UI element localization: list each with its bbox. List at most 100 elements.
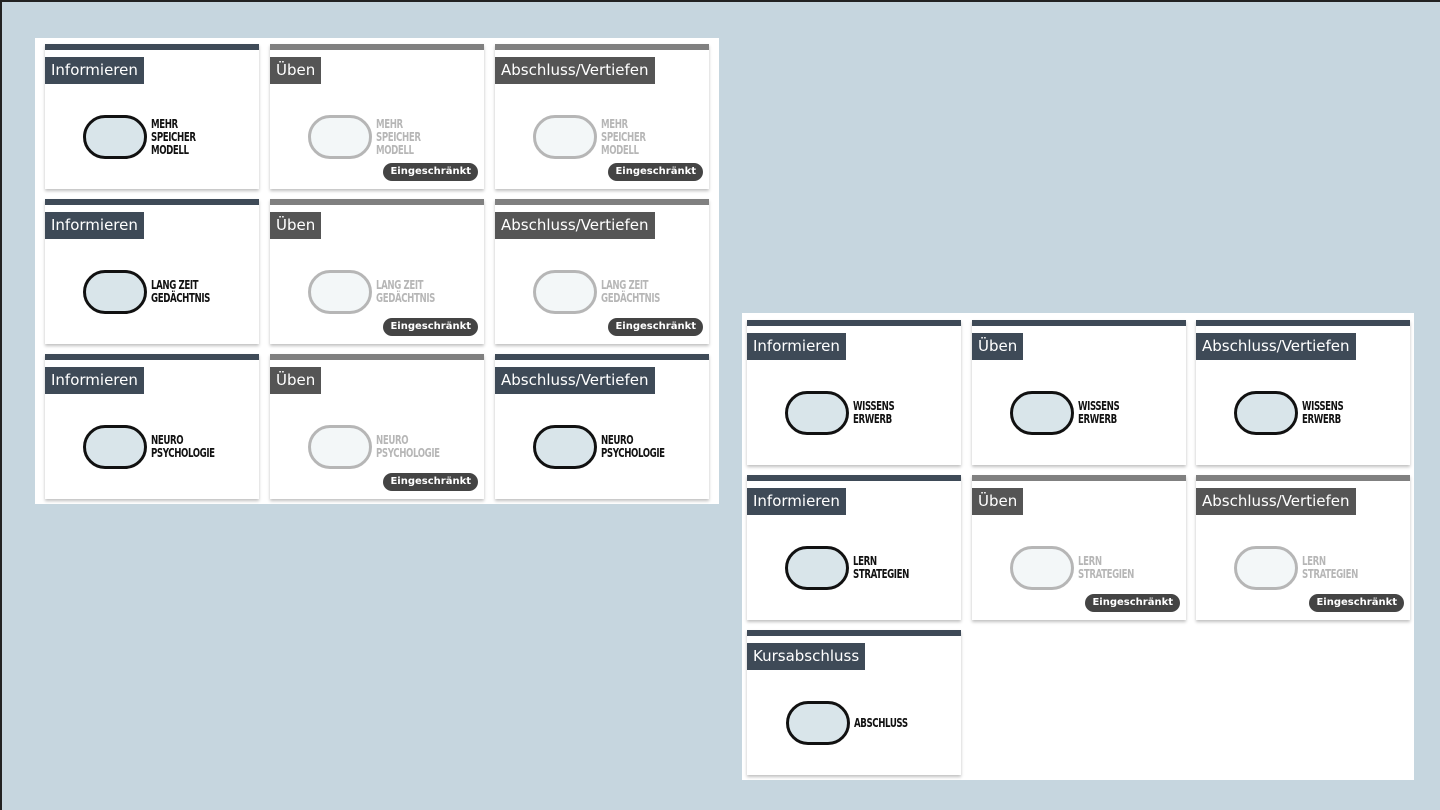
illustration-icon: [533, 425, 597, 469]
topic-illustration: NEURO PSYCHOLOGIE: [495, 412, 709, 482]
activity-card[interactable]: Üben LERN STRATEGIEN Eingeschränkt: [972, 475, 1186, 620]
topic-illustration: MEHR SPEICHER MODELL: [270, 102, 484, 172]
activity-type-label: Abschluss/Vertiefen: [1196, 488, 1356, 515]
activity-card[interactable]: Informieren NEURO PSYCHOLOGIE: [45, 354, 259, 499]
activity-type-label: Abschluss/Vertiefen: [495, 367, 655, 394]
card-top-bar: [45, 199, 259, 205]
activity-card[interactable]: Informieren LERN STRATEGIEN: [747, 475, 961, 620]
card-top-bar: [1196, 320, 1410, 326]
card-top-bar: [270, 44, 484, 50]
activity-type-label: Üben: [270, 367, 322, 394]
topic-logo-text: MEHR SPEICHER MODELL: [376, 116, 421, 157]
activity-type-label: Üben: [972, 333, 1024, 360]
illustration-icon: [786, 701, 851, 745]
left-activity-panel: Informieren MEHR SPEICHER MODELL Üben ME…: [35, 38, 719, 504]
topic-illustration: NEURO PSYCHOLOGIE: [270, 412, 484, 482]
illustration-icon: [83, 270, 147, 314]
card-top-bar: [1196, 475, 1410, 481]
topic-logo-text: NEURO PSYCHOLOGIE: [601, 433, 665, 460]
activity-type-label: Üben: [270, 212, 322, 239]
topic-logo-text: LERN STRATEGIEN: [853, 554, 909, 581]
card-top-bar: [495, 354, 709, 360]
restricted-badge: Eingeschränkt: [383, 318, 478, 336]
activity-type-label: Abschluss/Vertiefen: [495, 57, 655, 84]
topic-illustration: WISSENS ERWERB: [1196, 378, 1410, 448]
illustration-icon: [533, 270, 597, 314]
activity-card[interactable]: Kursabschluss ABSCHLUSS: [747, 630, 961, 775]
activity-type-label: Informieren: [747, 488, 846, 515]
topic-logo-text: LERN STRATEGIEN: [1078, 554, 1134, 581]
activity-card[interactable]: Üben LANG ZEIT GEDÄCHTNIS Eingeschränkt: [270, 199, 484, 344]
topic-logo-text: NEURO PSYCHOLOGIE: [151, 433, 215, 460]
activity-type-label: Abschluss/Vertiefen: [495, 212, 655, 239]
activity-type-label: Informieren: [45, 57, 144, 84]
topic-illustration: MEHR SPEICHER MODELL: [45, 102, 259, 172]
activity-card[interactable]: Abschluss/Vertiefen LERN STRATEGIEN Einge…: [1196, 475, 1410, 620]
restricted-badge: Eingeschränkt: [383, 163, 478, 181]
card-top-bar: [45, 44, 259, 50]
illustration-icon: [308, 270, 372, 314]
illustration-icon: [785, 546, 849, 590]
illustration-icon: [1234, 391, 1298, 435]
topic-illustration: LERN STRATEGIEN: [972, 533, 1186, 603]
activity-card[interactable]: Informieren MEHR SPEICHER MODELL: [45, 44, 259, 189]
activity-card[interactable]: Informieren LANG ZEIT GEDÄCHTNIS: [45, 199, 259, 344]
activity-card[interactable]: Üben NEURO PSYCHOLOGIE Eingeschränkt: [270, 354, 484, 499]
topic-logo-text: NEURO PSYCHOLOGIE: [376, 433, 440, 460]
illustration-icon: [1010, 391, 1074, 435]
topic-logo-text: LANG ZEIT GEDÄCHTNIS: [376, 278, 435, 305]
activity-card[interactable]: Abschluss/Vertiefen NEURO PSYCHOLOGIE: [495, 354, 709, 499]
topic-logo-text: WISSENS ERWERB: [1302, 399, 1344, 426]
activity-type-label: Kursabschluss: [747, 643, 866, 670]
topic-logo-text: WISSENS ERWERB: [1078, 399, 1120, 426]
card-top-bar: [45, 354, 259, 360]
activity-type-label: Informieren: [45, 367, 144, 394]
card-top-bar: [972, 475, 1186, 481]
illustration-icon: [533, 115, 597, 159]
topic-illustration: LANG ZEIT GEDÄCHTNIS: [45, 257, 259, 327]
activity-type-label: Informieren: [45, 212, 144, 239]
topic-illustration: LANG ZEIT GEDÄCHTNIS: [270, 257, 484, 327]
topic-illustration: ABSCHLUSS: [747, 688, 961, 758]
restricted-badge: Eingeschränkt: [1085, 594, 1180, 612]
card-top-bar: [270, 199, 484, 205]
card-top-bar: [495, 199, 709, 205]
topic-illustration: NEURO PSYCHOLOGIE: [45, 412, 259, 482]
restricted-badge: Eingeschränkt: [1309, 594, 1404, 612]
illustration-icon: [1010, 546, 1074, 590]
topic-logo-text: LERN STRATEGIEN: [1302, 554, 1358, 581]
activity-card[interactable]: Informieren WISSENS ERWERB: [747, 320, 961, 465]
card-top-bar: [747, 320, 961, 326]
restricted-badge: Eingeschränkt: [608, 163, 703, 181]
topic-logo-text: WISSENS ERWERB: [853, 399, 895, 426]
activity-card[interactable]: Abschluss/Vertiefen WISSENS ERWERB: [1196, 320, 1410, 465]
right-activity-panel: Informieren WISSENS ERWERB Üben WISSENS …: [742, 313, 1414, 780]
activity-type-label: Informieren: [747, 333, 846, 360]
topic-logo-text: ABSCHLUSS: [854, 715, 909, 730]
topic-logo-text: LANG ZEIT GEDÄCHTNIS: [151, 278, 210, 305]
illustration-icon: [1234, 546, 1298, 590]
activity-card[interactable]: Abschluss/Vertiefen MEHR SPEICHER MODELL…: [495, 44, 709, 189]
activity-card[interactable]: Abschluss/Vertiefen LANG ZEIT GEDÄCHTNIS…: [495, 199, 709, 344]
topic-illustration: LERN STRATEGIEN: [1196, 533, 1410, 603]
illustration-icon: [308, 115, 372, 159]
activity-type-label: Üben: [972, 488, 1024, 515]
restricted-badge: Eingeschränkt: [383, 473, 478, 491]
topic-logo-text: MEHR SPEICHER MODELL: [601, 116, 646, 157]
topic-illustration: WISSENS ERWERB: [747, 378, 961, 448]
topic-illustration: LERN STRATEGIEN: [747, 533, 961, 603]
activity-card[interactable]: Üben WISSENS ERWERB: [972, 320, 1186, 465]
card-top-bar: [972, 320, 1186, 326]
activity-type-label: Abschluss/Vertiefen: [1196, 333, 1356, 360]
topic-logo-text: LANG ZEIT GEDÄCHTNIS: [601, 278, 660, 305]
card-top-bar: [270, 354, 484, 360]
card-top-bar: [495, 44, 709, 50]
restricted-badge: Eingeschränkt: [608, 318, 703, 336]
card-top-bar: [747, 630, 961, 636]
topic-illustration: WISSENS ERWERB: [972, 378, 1186, 448]
illustration-icon: [308, 425, 372, 469]
topic-illustration: LANG ZEIT GEDÄCHTNIS: [495, 257, 709, 327]
topic-illustration: MEHR SPEICHER MODELL: [495, 102, 709, 172]
illustration-icon: [83, 425, 147, 469]
